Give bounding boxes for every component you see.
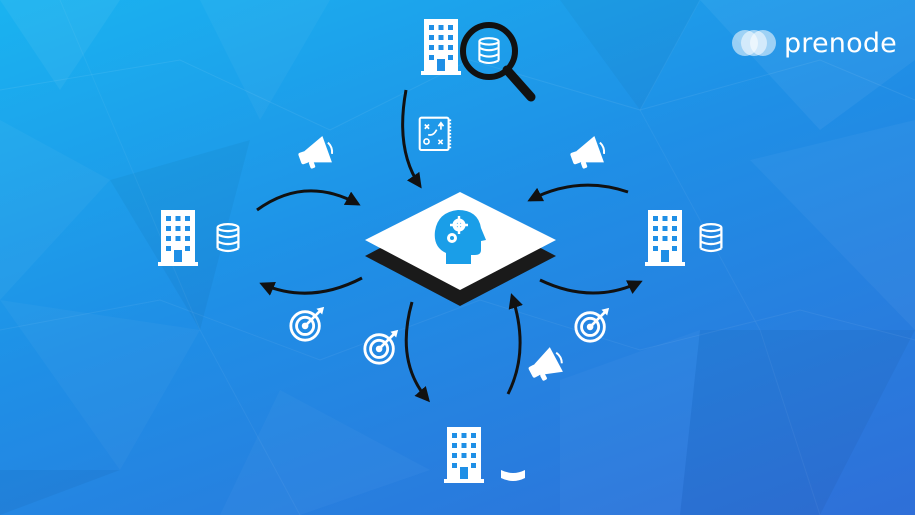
arrow-left-to-center (256, 189, 361, 212)
arrow-center-to-left (259, 276, 363, 296)
building-icon (645, 210, 685, 266)
brain-gears-head-icon (434, 210, 486, 264)
brand-logo: prenode (730, 28, 897, 58)
building-icon (421, 19, 461, 75)
overlapping-circles-logo-icon (731, 30, 776, 56)
brand-name: prenode (783, 27, 897, 59)
target-icon (574, 306, 611, 343)
database-icon (501, 470, 525, 481)
building-icon (158, 210, 198, 266)
building-icon (444, 427, 484, 483)
arrow-bottom-to-center (506, 293, 523, 395)
arrow-center-to-right (539, 278, 643, 295)
arrow-right-to-center (527, 183, 629, 202)
database-search-icon (460, 22, 536, 102)
arrow-center-to-bottom (404, 301, 430, 403)
left-node (158, 210, 240, 266)
database-icon (216, 222, 240, 253)
strategy-board-icon (418, 116, 452, 152)
bottom-node (444, 427, 525, 483)
megaphone-icon (566, 134, 610, 174)
arrow-top-to-center (401, 89, 422, 189)
top-node (421, 19, 536, 102)
right-node (645, 210, 723, 266)
megaphone-icon (523, 344, 568, 387)
central-platform (365, 192, 556, 306)
database-icon (699, 222, 723, 253)
target-icon (363, 328, 400, 365)
megaphone-icon (294, 134, 338, 174)
target-icon (289, 305, 326, 342)
